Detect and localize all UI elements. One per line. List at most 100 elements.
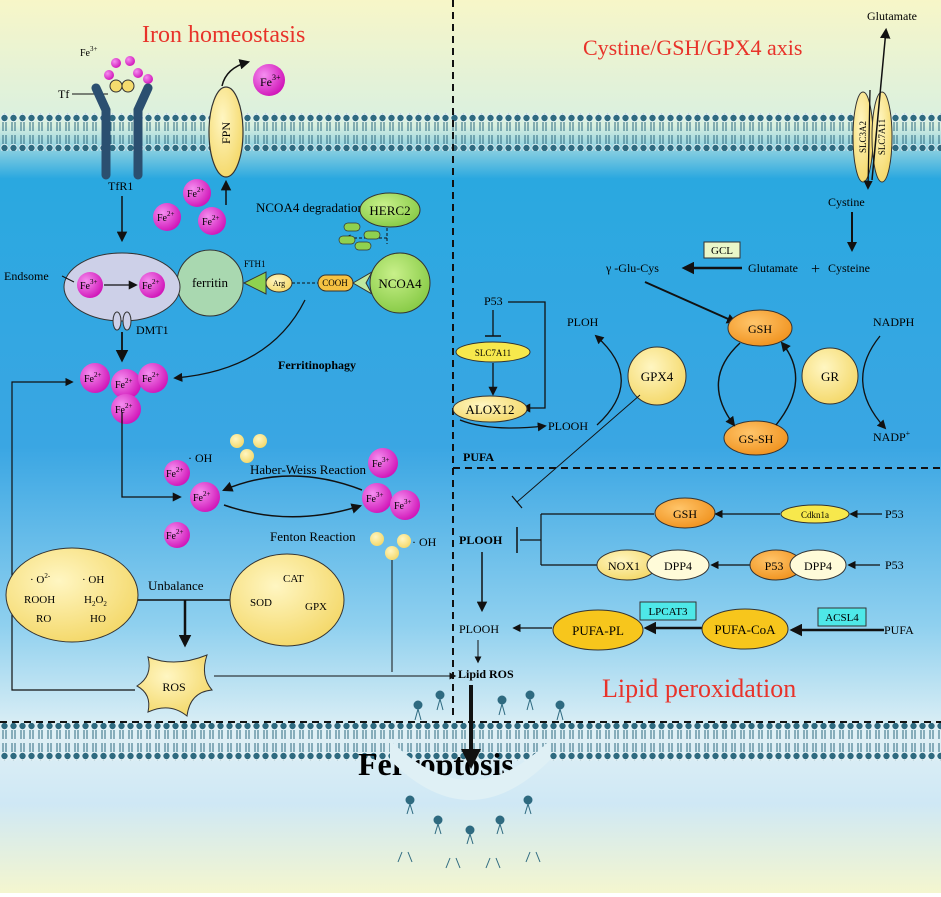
pufa-pl-node xyxy=(552,609,644,651)
haber-weiss-label: Haber-Weiss Reaction xyxy=(250,462,367,477)
nadph-label: NADPH xyxy=(873,315,915,329)
cystine-axis-title: Cystine/GSH/GPX4 axis xyxy=(583,35,802,60)
lpcat3-label: LPCAT3 xyxy=(648,606,688,618)
svg-text:Fe2+: Fe2+ xyxy=(115,402,133,416)
nadp-label: NADP+ xyxy=(873,429,911,444)
svg-text:Fe2+: Fe2+ xyxy=(166,528,184,542)
dmt1-channel xyxy=(112,311,132,331)
dpp4-a-label: DPP4 xyxy=(664,559,692,573)
svg-text:Fe3+: Fe3+ xyxy=(366,491,384,505)
lipid-peroxidation-title: Lipid peroxidation xyxy=(602,674,796,703)
unbalance-label: Unbalance xyxy=(148,578,204,593)
arg-label: Arg xyxy=(273,279,285,288)
gsh-lipid-label: GSH xyxy=(673,507,697,521)
plooh-lipid-label: PLOOH xyxy=(459,533,503,547)
svg-text:Fe2+: Fe2+ xyxy=(142,278,160,292)
tfr1-receptor xyxy=(91,83,153,180)
gssh-label: GS-SH xyxy=(739,432,774,446)
svg-text:Fe2+: Fe2+ xyxy=(157,210,175,224)
cystine-label: Cystine xyxy=(828,195,865,209)
p53-lipid-b-label: P53 xyxy=(885,558,904,572)
cysteine-label: Cysteine xyxy=(828,261,870,275)
tf-label: Tf xyxy=(58,87,69,101)
svg-text:Fe2+: Fe2+ xyxy=(202,214,220,228)
dpp4-a-node xyxy=(646,549,710,581)
gpx4-label: GPX4 xyxy=(641,369,674,384)
membrane-pore xyxy=(390,740,550,800)
svg-text:· OH: · OH xyxy=(82,574,104,586)
dpp4-b-label: DPP4 xyxy=(804,559,832,573)
gpx4-node xyxy=(627,346,687,406)
svg-text:CAT: CAT xyxy=(283,573,304,585)
svg-text:SOD: SOD xyxy=(250,597,272,609)
svg-text:ROOH: ROOH xyxy=(24,594,55,606)
glu-cys-label: γ -Glu-Cys xyxy=(605,261,659,275)
ncoa4-node xyxy=(369,252,431,314)
released-lipids xyxy=(397,795,541,869)
svg-text:Fe2+: Fe2+ xyxy=(193,490,211,504)
lpcat3-box xyxy=(639,601,697,621)
slc7a11-node-label: SLC7A11 xyxy=(475,348,511,358)
pufa-coa-label: PUFA-CoA xyxy=(714,622,776,637)
ros-species-circle xyxy=(5,547,139,643)
pufa-pl-label: PUFA-PL xyxy=(572,623,624,638)
acsl4-box xyxy=(817,607,867,627)
p53-box-label: P53 xyxy=(765,559,784,573)
ncoa4-label: NCOA4 xyxy=(378,276,422,291)
alox12-label: ALOX12 xyxy=(465,402,514,417)
slc3a2-label: SLC3A2 xyxy=(858,121,868,153)
gcl-box xyxy=(703,241,741,259)
slc7a11-node xyxy=(455,341,531,363)
plooh-axis-label: PLOOH xyxy=(548,419,588,433)
oh-yellow-dots-right xyxy=(370,532,411,560)
ferritin-label: ferritin xyxy=(192,275,229,290)
lipid-ros-label: Lipid ROS xyxy=(458,667,514,681)
svg-text:Fe2+: Fe2+ xyxy=(187,186,205,200)
pufa-coa-node xyxy=(701,608,789,650)
oh-yellow-dots-top xyxy=(230,434,267,463)
system-xc-transporter xyxy=(852,91,893,183)
ferritinophagy-label: Ferritinophagy xyxy=(278,358,356,372)
ncoa4-fragments xyxy=(338,222,381,251)
endosome-label: Endsome xyxy=(4,269,49,283)
fpn-channel xyxy=(208,86,244,178)
p53-lipid-a-label: P53 xyxy=(885,507,904,521)
top-membrane xyxy=(0,113,941,151)
ros-label: ROS xyxy=(162,680,185,694)
nox1-label: NOX1 xyxy=(608,559,640,573)
fe3-export-label: Fe3+ xyxy=(260,73,281,89)
svg-text:RO: RO xyxy=(36,613,51,625)
gcl-label: GCL xyxy=(711,245,733,257)
pufa-lipid-label: PUFA xyxy=(884,623,914,637)
antioxidant-circle xyxy=(229,553,345,647)
oh-top-label: · OH xyxy=(188,451,213,465)
alox12-node xyxy=(452,395,528,423)
ros-node xyxy=(136,654,214,717)
dmt1-label: DMT1 xyxy=(136,323,169,337)
svg-text:H2O2: H2O2 xyxy=(84,594,107,608)
glutamate-out-label: Glutamate xyxy=(867,9,917,23)
gr-node xyxy=(801,347,859,405)
fth1-label: FTH1 xyxy=(244,259,266,269)
svg-text:Fe2+: Fe2+ xyxy=(166,466,184,480)
svg-text:· O2-: · O2- xyxy=(30,572,51,586)
fe3-reaction-ions xyxy=(362,448,420,520)
labile-iron-pool xyxy=(80,363,168,424)
fpn-label: FPN xyxy=(219,122,233,144)
slc7a11-label: SLC7A11 xyxy=(877,119,887,155)
gsh-node xyxy=(727,309,793,347)
fe2-reaction-ions xyxy=(164,460,220,548)
gssh-node xyxy=(723,420,789,456)
cdkn1a-label: Cdkn1a xyxy=(801,510,829,520)
plus-sign: + xyxy=(811,261,820,278)
herc2-node xyxy=(359,192,421,228)
fe3-export-ion xyxy=(253,64,285,96)
acsl4-label: ACSL4 xyxy=(825,612,859,624)
svg-text:Fe3+: Fe3+ xyxy=(372,456,390,470)
dpp4-b-node xyxy=(789,549,847,581)
p53-axis-label: P53 xyxy=(484,294,503,308)
glutamate-label: Glutamate xyxy=(748,261,798,275)
endosome xyxy=(63,252,181,322)
